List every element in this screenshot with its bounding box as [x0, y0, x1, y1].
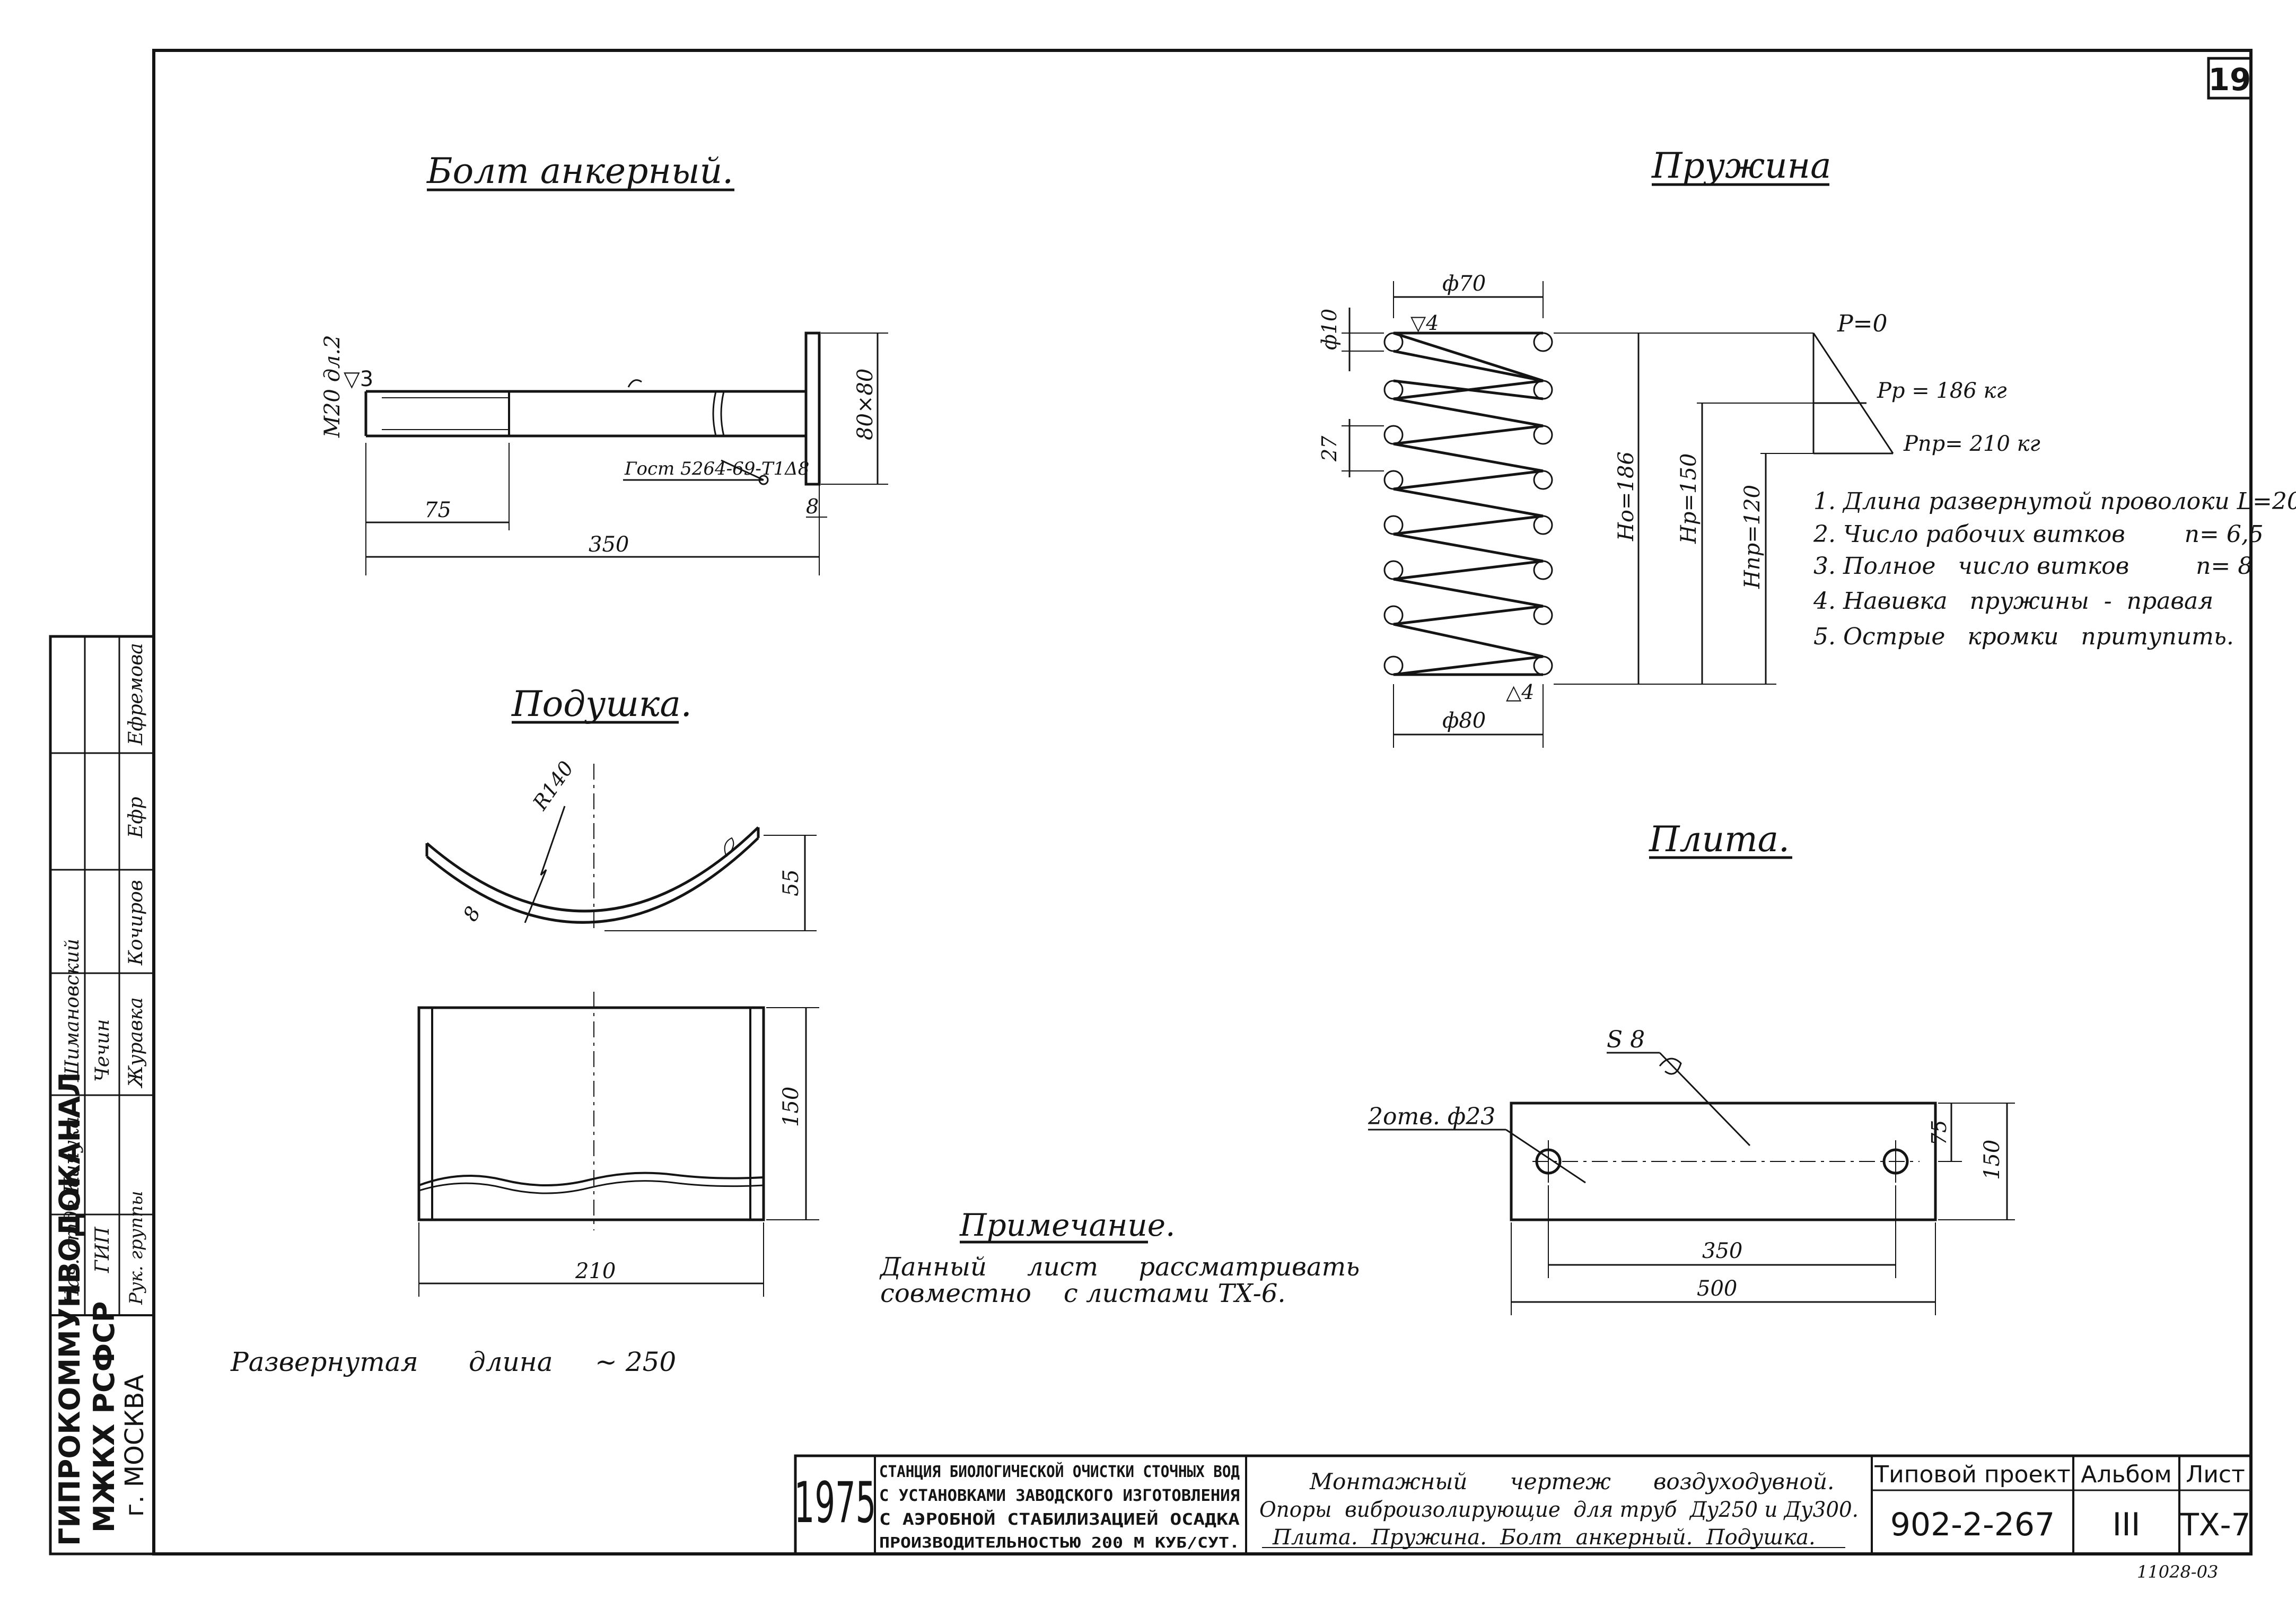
anchor-bolt-view: Болт анкерный. ▽3 М20 дл.2 Гост 5264-69-…	[320, 151, 888, 575]
role-gip: ГИП	[92, 1227, 113, 1273]
bolt-gost: Гост 5264-69-Т1Δ8	[624, 458, 809, 479]
spring-pp: Рр = 186 кг	[1877, 379, 2007, 403]
name-efremova: Ефремова	[125, 643, 147, 746]
side-stamp-org-2: МЖКХ РСФСР	[87, 1301, 121, 1533]
bolt-dim-75: 75	[424, 498, 451, 522]
spring-pitch: 27	[1318, 435, 1341, 462]
pad-dim-150: 150	[779, 1087, 803, 1127]
sheet-frame: 19	[152, 49, 2253, 1555]
spring-view: Пружина ф70 ▽4	[1318, 145, 2296, 748]
spring-mark-top: ▽4	[1410, 311, 1439, 335]
note-block: Примечание. Данный лист рассматривать со…	[879, 1207, 1360, 1308]
spring-note-1: 1. Длина развернутой проволоки L=2020	[1813, 488, 2296, 515]
name-shimanovsky: Шимановский	[62, 939, 83, 1082]
role-head: Нач. отдела	[62, 1176, 83, 1305]
pad-dim-55: 55	[779, 869, 803, 896]
drawing-line-1: Монтажный чертеж воздуходувной.	[1309, 1469, 1834, 1495]
name-kochirov: Кочиров	[125, 880, 147, 966]
station-line-1: СТАНЦИЯ БИОЛОГИЧЕСКОЙ ОЧИСТКИ СТОЧНЫХ ВО…	[879, 1462, 1240, 1481]
plate-title: Плита.	[1649, 819, 1790, 860]
pad-view: Подушка. R140 8 55 150 210 Р	[230, 684, 819, 1377]
side-stamp-org-3: г. МОСКВА	[120, 1375, 150, 1517]
bolt-roughness: ▽3	[344, 367, 373, 391]
station-line-4: ПРОИЗВОДИТЕЛЬНОСТЬЮ 200 М КУБ/СУТ.	[879, 1534, 1240, 1551]
spring-h0: Но=186	[1614, 451, 1638, 541]
bolt-dim-350: 350	[589, 532, 629, 557]
bolt-thread: М20 дл.2	[320, 335, 345, 438]
sheet-number: 19	[2209, 62, 2251, 98]
spring-title: Пружина	[1651, 145, 1831, 186]
spring-ppr: Рпр= 210 кг	[1903, 432, 2040, 456]
title-year: 1975	[794, 1471, 877, 1536]
sheet-label: Лист	[2186, 1461, 2245, 1488]
spring-d80: ф80	[1442, 709, 1486, 733]
archive-number: 11028-03	[2137, 1562, 2218, 1582]
spring-d70: ф70	[1442, 272, 1486, 296]
role-group: Рук. группы	[126, 1191, 147, 1305]
drawing-line-3: Плита. Пружина. Болт анкерный. Подушка.	[1272, 1525, 1816, 1550]
signature-3: Журавка	[125, 997, 147, 1089]
project-label: Типовой проект	[1874, 1461, 2071, 1488]
plate-view: Плита. S 8 2отв. ф23 75 150 350 500	[1368, 819, 2015, 1315]
spring-p0: Р=0	[1837, 310, 1887, 337]
bolt-dim-8: 8	[806, 495, 819, 518]
plate-dim-500: 500	[1697, 1277, 1737, 1301]
spring-hp: Нр=150	[1677, 453, 1701, 544]
spring-note-5: 5. Острые кромки притупить.	[1813, 623, 2234, 650]
pad-dim-210: 210	[575, 1259, 616, 1283]
plate-dim-150: 150	[1980, 1140, 2004, 1180]
signature-1: Кичука	[60, 1116, 83, 1194]
bolt-title: Болт анкерный.	[426, 151, 733, 191]
album-number: III	[2112, 1506, 2140, 1543]
plate-thickness: S 8	[1607, 1026, 1645, 1053]
plate-dim-75: 75	[1927, 1120, 1951, 1146]
project-number: 902-2-267	[1890, 1506, 2055, 1543]
station-line-3: С АЭРОБНОЙ СТАБИЛИЗАЦИЕЙ ОСАДКА	[879, 1510, 1240, 1529]
pad-thickness: 8	[459, 903, 485, 925]
spring-note-2: 2. Число рабочих витков n= 6,5	[1813, 521, 2264, 548]
pad-title: Подушка.	[511, 684, 692, 724]
spring-note-3: 3. Полное число витков n= 8	[1813, 553, 2253, 580]
spring-hpr: Нпр=120	[1740, 485, 1765, 589]
plate-holes: 2отв. ф23	[1368, 1103, 1495, 1130]
station-line-2: С УСТАНОВКАМИ ЗАВОДСКОГО ИЗГОТОВЛЕНИЯ	[879, 1487, 1240, 1505]
signature-4: Ефр	[125, 797, 147, 838]
spring-note-4: 4. Навивка пружины - правая	[1813, 588, 2213, 615]
signature-2: Чечин	[92, 1019, 113, 1082]
pad-radius: R140	[528, 757, 579, 815]
plate-dim-350: 350	[1702, 1239, 1742, 1263]
bolt-dim-80x80: 80×80	[853, 369, 878, 440]
note-text-2: совместно с листами ТХ-6.	[880, 1279, 1286, 1308]
spring-mark-bottom: △4	[1506, 680, 1534, 704]
album-label: Альбом	[2081, 1461, 2171, 1488]
note-text-1: Данный лист рассматривать	[879, 1252, 1360, 1282]
spring-d10: ф10	[1318, 309, 1341, 350]
title-block: 1975 СТАНЦИЯ БИОЛОГИЧЕСКОЙ ОЧИСТКИ СТОЧН…	[794, 1454, 2253, 1582]
side-stamp: ГИПРОКОММУНВОДОКАНАЛ МЖКХ РСФСР г. МОСКВ…	[49, 635, 155, 1555]
drawing-line-2: Опоры виброизолирующие для труб Ду250 и …	[1259, 1498, 1859, 1522]
sheet-code: ТХ-7	[2180, 1507, 2251, 1543]
note-title: Примечание.	[959, 1207, 1175, 1243]
side-stamp-org-1: ГИПРОКОММУНВОДОКАНАЛ	[53, 1072, 86, 1546]
pad-developed-length: Развернутая длина ~ 250	[230, 1347, 676, 1377]
